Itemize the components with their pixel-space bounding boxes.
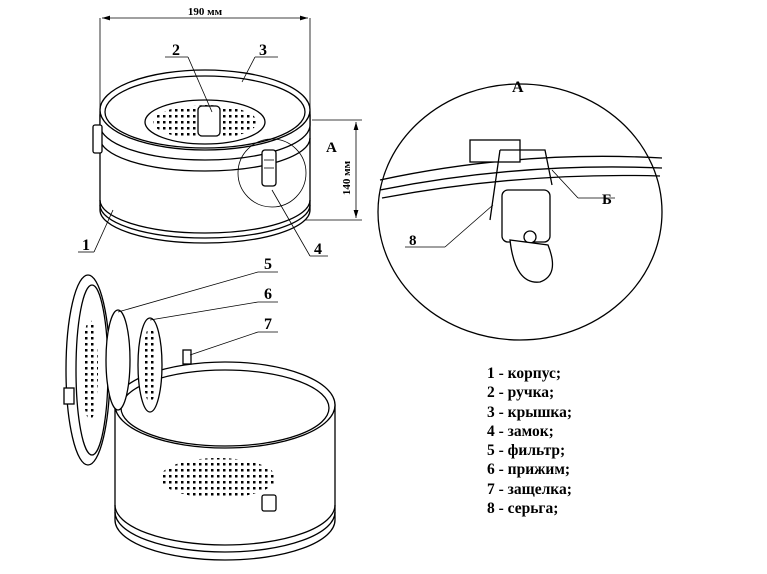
callout-1: 1 <box>82 237 90 254</box>
legend-item: 3 - крышка; <box>487 403 573 421</box>
lock-tab <box>509 239 554 283</box>
exploded-view: 5 6 7 <box>63 256 336 561</box>
callout-3: 3 <box>259 42 267 59</box>
body-lock <box>261 494 277 512</box>
parts-legend: 1 - корпус; 2 - ручка; 3 - крышка; 4 - з… <box>487 364 572 518</box>
legend-item: 5 - фильтр; <box>487 442 566 460</box>
latch-7 <box>182 349 192 365</box>
detail-circle-large <box>377 83 663 341</box>
filter <box>105 309 131 411</box>
latch-plate <box>469 139 521 163</box>
width-dimension-label: 190 мм <box>188 6 223 18</box>
detail-marker-a: А <box>326 140 337 156</box>
closed-container: 190 мм 140 мм А 2 3 1 4 <box>78 6 362 258</box>
detail-circle <box>237 138 307 208</box>
callout-5: 5 <box>264 256 272 273</box>
callout-2: 2 <box>172 42 180 59</box>
lid-latch <box>63 387 75 405</box>
side-latch <box>92 124 103 154</box>
callout-6: 6 <box>264 286 272 303</box>
legend-item: 6 - прижим; <box>487 461 571 479</box>
handle <box>197 105 221 137</box>
detail-view-a: А Б 8 <box>377 79 663 341</box>
legend-item: 8 - серьга; <box>487 500 559 518</box>
height-dimension-label: 140 мм <box>341 160 353 195</box>
detail-view-title: А <box>512 79 524 96</box>
legend-item: 4 - замок; <box>487 422 554 440</box>
legend-item: 7 - защелка; <box>487 480 572 498</box>
shackle <box>489 149 553 221</box>
callout-7: 7 <box>264 316 272 333</box>
callout-8: 8 <box>409 233 417 249</box>
callout-4: 4 <box>314 241 322 258</box>
bottom-grille <box>160 458 276 498</box>
legend-item: 2 - ручка; <box>487 384 555 402</box>
legend-item: 1 - корпус; <box>487 365 562 382</box>
callout-b: Б <box>602 192 612 208</box>
